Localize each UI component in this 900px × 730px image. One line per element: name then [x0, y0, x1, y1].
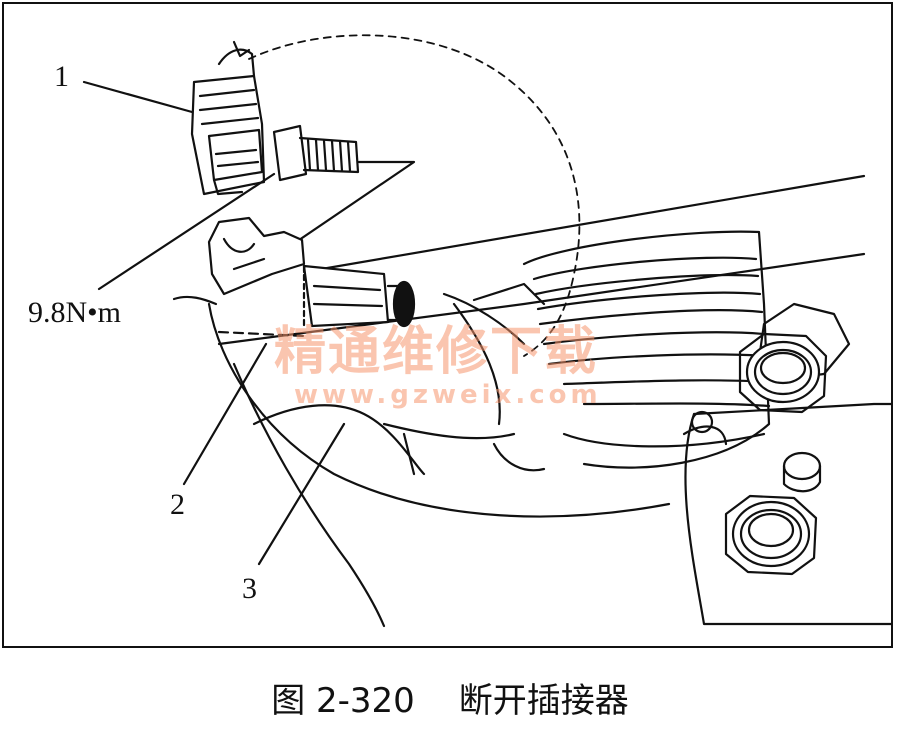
figure-frame: 精通维修下载 www.gzweix.com 1 9.8N•m 2 3 [2, 2, 893, 648]
callout-1: 1 [54, 60, 69, 93]
chassis-edge-lower [217, 252, 866, 346]
nut-lower [724, 494, 818, 576]
washer-small [782, 451, 822, 493]
caption-number: 图 2-320 [271, 681, 415, 721]
inner-mechanism [382, 422, 546, 476]
leader-2 [182, 342, 268, 486]
watermark-url: www.gzweix.com [294, 380, 602, 410]
housing-outline [207, 302, 671, 518]
knuckle-mount [682, 302, 891, 626]
harness-lines [442, 282, 546, 426]
torque-leader-b [97, 172, 276, 291]
dashed-route [248, 34, 581, 357]
watermark-text: 精通维修下载 [274, 322, 599, 382]
figure-caption: 图 2-320 断开插接器 [0, 684, 900, 718]
nut-upper [738, 332, 828, 414]
bellows-drum [522, 230, 771, 469]
leader-1 [82, 80, 194, 114]
cable-3 [252, 404, 426, 476]
torque-leader-a [247, 160, 416, 276]
torque-label: 9.8N•m [28, 296, 122, 329]
mounting-bracket [207, 216, 306, 296]
callout-2: 2 [170, 488, 185, 521]
line-drawing [82, 34, 891, 628]
leader-3 [257, 422, 346, 566]
sensor-body [302, 264, 416, 328]
torque-bolt [272, 124, 360, 182]
dashed-baseline [217, 330, 306, 338]
caption-title: 断开插接器 [458, 681, 629, 721]
chassis-edge-upper [302, 174, 866, 274]
connector-1 [190, 40, 266, 196]
wire-end [172, 295, 218, 306]
callout-3: 3 [242, 572, 257, 605]
cable-long [232, 362, 386, 628]
